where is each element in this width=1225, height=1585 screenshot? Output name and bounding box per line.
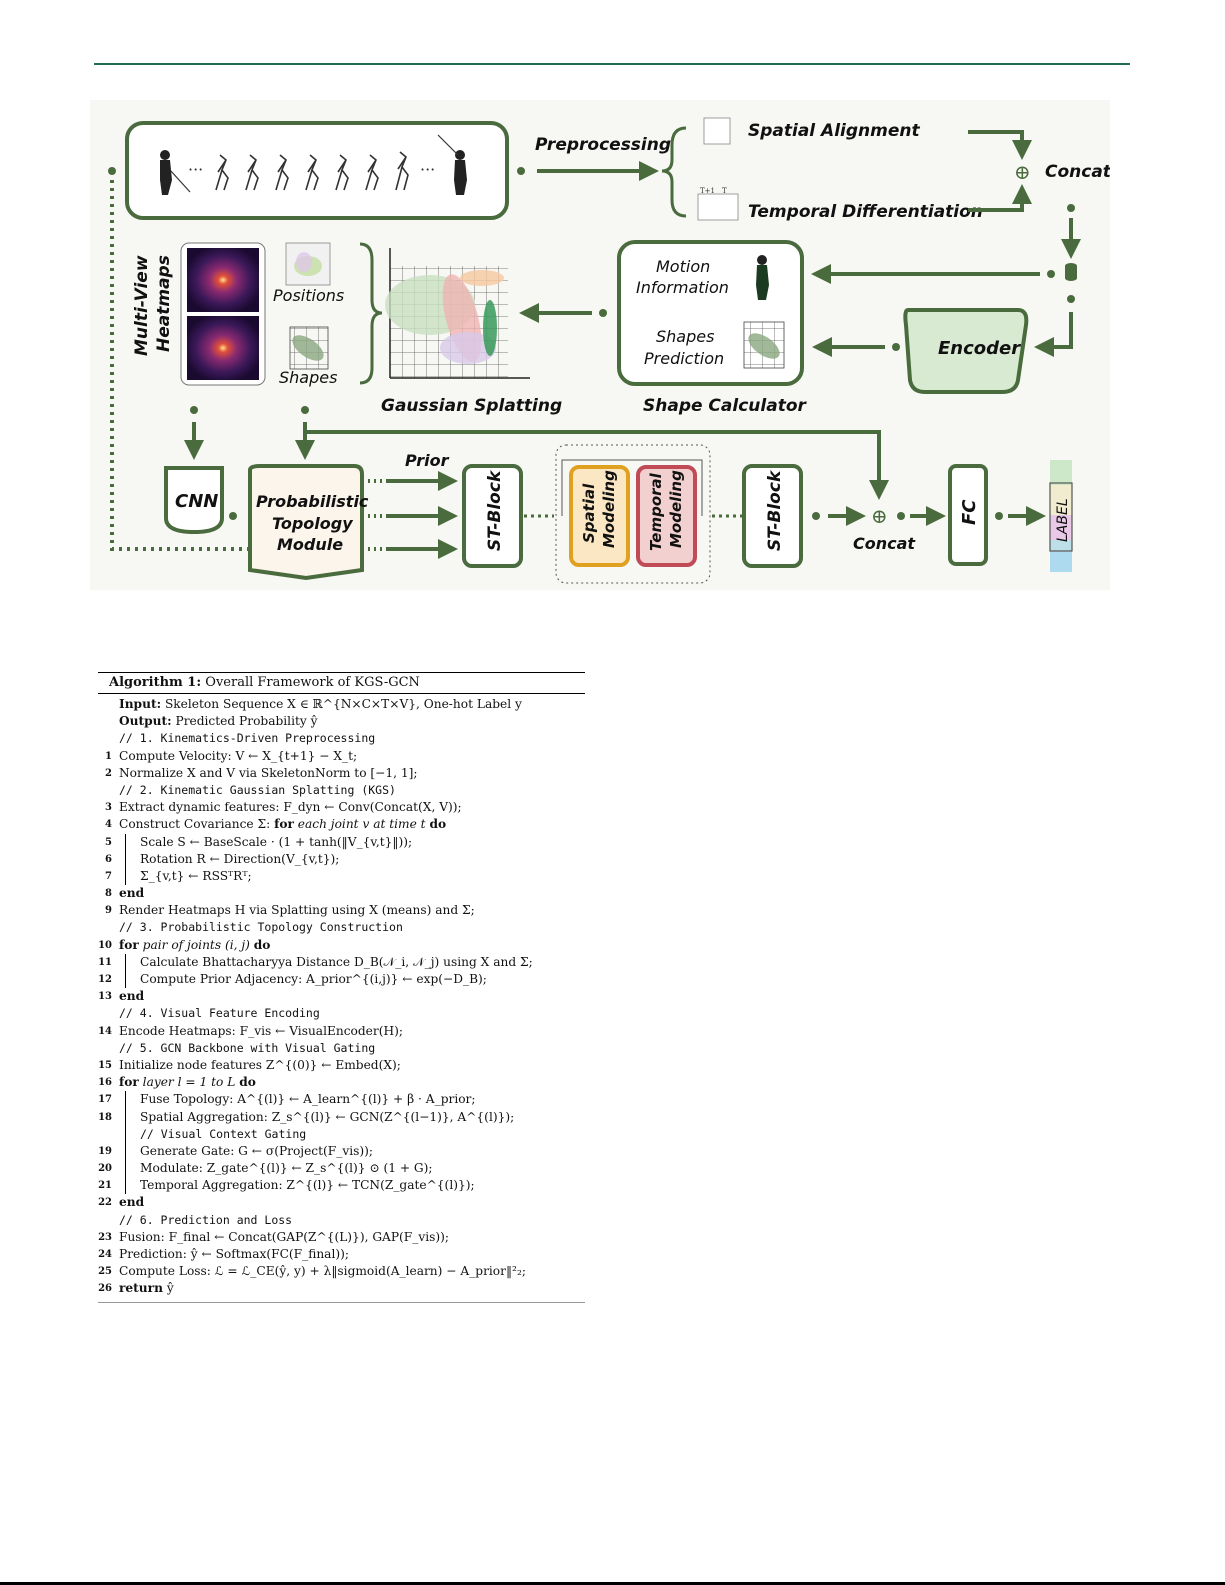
encoder-label: Encoder	[938, 338, 1021, 359]
cnn-label: CNN	[175, 491, 218, 512]
temporal-modeling-block	[636, 465, 697, 567]
framework-figure: ··· ··· Preprocessing Spatial Alignment …	[90, 100, 1110, 590]
gaussian-splatting-plot	[385, 248, 530, 379]
probabilistic-topology-module	[248, 464, 364, 581]
concat-bottom-plus-icon: ⊕	[871, 504, 888, 528]
golfer-silhouette-icon	[160, 150, 191, 195]
svg-text:Temporal: Temporal	[647, 472, 665, 551]
temporal-diff-icon	[697, 193, 739, 221]
gaussian-splatting-label: Gaussian Splatting	[381, 396, 562, 416]
svg-text:Modeling: Modeling	[667, 470, 685, 548]
fc-block	[948, 464, 988, 566]
st-block-2	[742, 464, 803, 568]
svg-text:T: T	[722, 187, 727, 195]
svg-text:Motion: Motion	[656, 257, 710, 276]
label-output	[1049, 460, 1073, 572]
svg-text:Modeling: Modeling	[600, 470, 618, 548]
svg-text:Multi-View: Multi-View	[132, 255, 152, 356]
footer-rule	[0, 1582, 1225, 1585]
svg-text:Probabilistic: Probabilistic	[256, 492, 369, 511]
algorithm-title: Algorithm 1: Overall Framework of KGS-GC…	[98, 673, 585, 694]
svg-text:T+1: T+1	[700, 187, 715, 195]
temporal-differentiation-label: Temporal Differentiation	[748, 202, 983, 222]
header-rule	[94, 63, 1130, 65]
svg-text:FC: FC	[959, 499, 980, 525]
svg-text:Information: Information	[636, 278, 729, 297]
skeleton-frames-icon	[215, 151, 409, 191]
svg-text:Shapes: Shapes	[279, 368, 337, 387]
concat-bottom-label: Concat	[853, 534, 916, 553]
algorithm-block: Algorithm 1: Overall Framework of KGS-GC…	[98, 672, 585, 1303]
heatmap-bottom	[187, 316, 259, 380]
input-sequence-box	[125, 121, 509, 220]
database-icon	[1065, 263, 1077, 281]
svg-text:···: ···	[420, 160, 435, 179]
golfer-finish-icon	[437, 134, 467, 195]
cnn-block	[164, 466, 224, 535]
svg-text:···: ···	[188, 160, 203, 179]
spatiotemporal-container	[555, 444, 711, 584]
spatial-alignment-label: Spatial Alignment	[748, 121, 920, 141]
heatmap-top	[187, 248, 259, 312]
svg-text:ST-Block: ST-Block	[485, 469, 505, 551]
st-block-1	[462, 464, 523, 568]
svg-text:Prediction: Prediction	[644, 349, 724, 368]
shape-calculator-label: Shape Calculator	[643, 396, 807, 416]
preprocessing-label: Preprocessing	[535, 135, 671, 155]
svg-text:ST-Block: ST-Block	[765, 469, 785, 551]
svg-text:Shapes: Shapes	[656, 327, 714, 346]
golfer-icon	[756, 255, 769, 300]
svg-text:Spatial: Spatial	[580, 483, 598, 543]
preprocess-brace	[661, 126, 687, 218]
concat-top-label: Concat	[1045, 162, 1110, 182]
encoder-block	[903, 308, 1029, 394]
concat-plus-icon: ⊕	[1014, 160, 1031, 184]
prior-label: Prior	[405, 451, 450, 470]
spatial-alignment-icon	[703, 117, 731, 145]
svg-text:Topology: Topology	[272, 514, 353, 533]
svg-text:Module: Module	[277, 535, 343, 554]
svg-text:LABEL: LABEL	[1055, 498, 1071, 542]
svg-text:Heatmaps: Heatmaps	[154, 255, 174, 352]
spatial-modeling-block	[569, 465, 630, 567]
svg-text:Positions: Positions	[273, 286, 344, 305]
